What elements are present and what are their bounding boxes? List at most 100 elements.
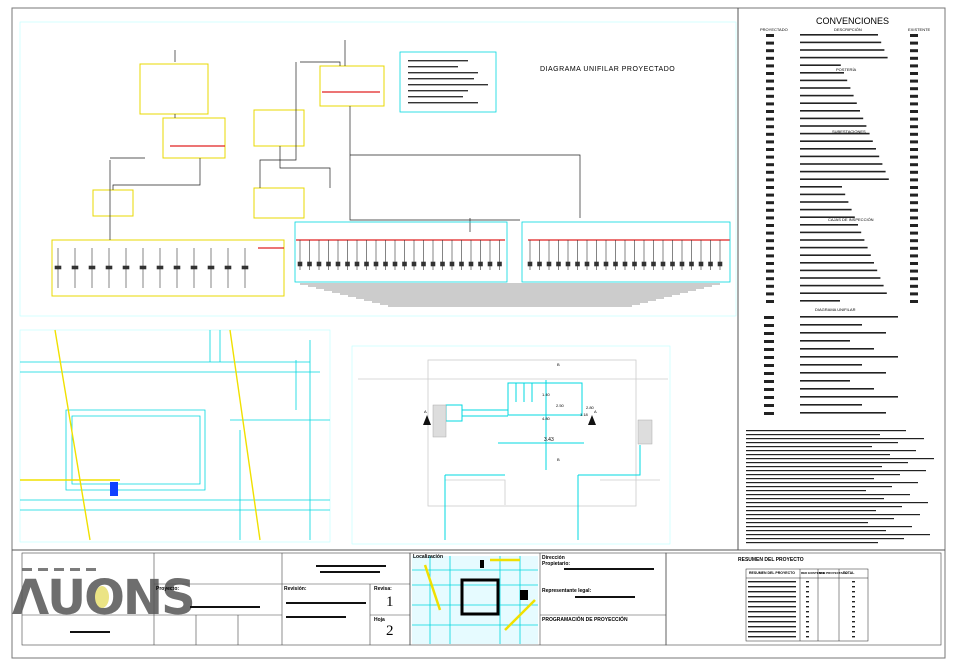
convention-description [800,102,857,104]
convention-symbol-existing [910,110,918,113]
breaker-symbol [411,261,417,267]
summary-row-total [852,581,855,583]
breaker-symbol [698,261,704,267]
convention-description [800,34,878,36]
convention-symbol [766,231,774,235]
convention-symbol-existing [910,254,918,258]
summary-header-2: RED PROYECTADA [819,571,847,575]
notes-line [746,534,930,536]
summary-row-total [852,586,855,588]
convention-symbol-existing [910,224,918,227]
breaker-symbol [402,261,407,267]
convention-description [800,284,884,287]
breaker-symbol [679,261,685,267]
breaker-symbol [556,261,561,267]
wiring-lines [109,40,581,240]
proyecto-label: Proyecto: [156,586,180,592]
notes-line [746,498,884,500]
convention-symbol [766,186,774,189]
branch-breaker [105,265,113,270]
unifilar-symbol [764,388,774,391]
drawing-title-text [316,565,386,567]
breaker-symbol [478,261,483,267]
breaker-symbol [487,261,493,267]
breaker-symbol [335,261,341,267]
convention-symbol [766,102,774,106]
convention-description [800,64,841,66]
convention-symbol-existing [910,34,918,37]
notes-line [746,502,928,504]
breaker-symbol [449,261,455,267]
convention-symbol-existing [910,239,918,243]
convention-description [800,94,854,97]
convention-symbol [766,262,774,265]
section-markers [423,415,596,425]
notes-line [746,514,920,516]
convention-symbol-existing [910,300,918,303]
breaker-symbol [440,261,445,267]
convention-symbol [766,64,774,68]
breaker-symbol [392,261,398,267]
convention-description [800,117,864,120]
section-mark-a-right: A [594,409,597,414]
convention-symbol [766,254,774,258]
convention-symbol-existing [910,284,918,288]
designer-text [70,631,110,633]
convention-description [800,79,848,82]
conventions-col-existente: EXISTENTE [908,27,931,32]
summary-row-total [852,591,855,593]
convention-symbol-existing [910,102,918,106]
notes-line [746,474,900,476]
convention-symbol-existing [910,216,918,220]
convention-symbol [766,269,774,273]
convention-symbol [766,140,774,144]
breaker-symbol [430,261,436,267]
convention-description [800,262,874,264]
dimension-4-80: 4.80 [542,416,550,421]
summary-row-total [852,636,855,638]
section-mark-b-bottom: B [557,457,560,462]
convention-description [800,201,849,203]
programacion-label: PROGRAMACIÓN DE PROYECCIÓN [542,617,628,623]
convention-symbol-existing [910,170,918,174]
convention-symbol [766,155,774,159]
section-diagrama-unifilar: DIAGRAMA UNIFILAR [815,307,856,312]
summary-table-rows [748,581,855,638]
convention-description [800,231,862,234]
unifilar-description [800,412,886,414]
convention-symbol [766,277,774,281]
convention-symbol-existing [910,163,918,167]
summary-row-value [806,606,809,608]
summary-header-0: RESUMEN DEL PROYECTO [749,571,795,575]
convention-symbol-existing [910,277,918,281]
convention-symbol-existing [910,208,918,212]
busbars [170,91,730,249]
sheet-frame [11,7,946,659]
notes-line [746,538,904,540]
notes-line [746,434,880,436]
breaker-symbol [354,261,360,267]
dimension-3-43: 3.43 [544,437,554,443]
convention-symbol-existing [910,117,918,121]
breaker-symbol [297,261,303,267]
convention-symbol-existing [910,201,918,205]
feeder-circuits [54,240,723,307]
convention-description [800,178,889,180]
summary-row-label [748,586,796,588]
unifilar-symbol [764,380,774,383]
notes-line [746,518,894,520]
convention-symbol-existing [910,262,918,265]
convention-symbol [766,125,774,129]
convention-symbol-existing [910,79,918,83]
breaker-symbol [307,261,312,267]
detail-plan-building [358,359,668,507]
unifilar-description [800,348,874,350]
branch-breaker [156,265,164,270]
equipment-boxes [51,63,385,297]
detail-plan-columns [432,404,653,445]
unifilar-description [800,332,886,334]
unifilar-description [800,324,862,326]
notes-line [746,446,872,448]
unifilar-symbol [764,372,774,375]
convention-description [800,208,852,211]
